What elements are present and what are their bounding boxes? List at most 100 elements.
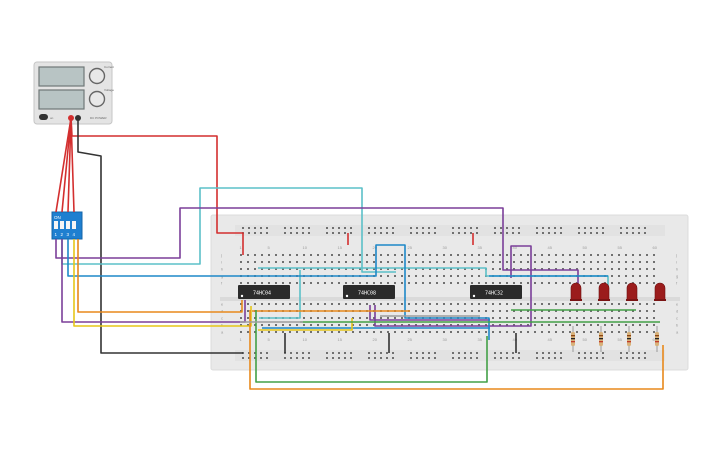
breadboard-hole[interactable] — [632, 268, 634, 270]
breadboard-hole[interactable] — [366, 303, 368, 305]
breadboard-hole[interactable] — [368, 352, 370, 354]
breadboard-hole[interactable] — [261, 254, 263, 256]
breadboard-hole[interactable] — [247, 303, 249, 305]
breadboard-hole[interactable] — [282, 324, 284, 326]
breadboard-hole[interactable] — [296, 324, 298, 326]
breadboard-hole[interactable] — [646, 282, 648, 284]
breadboard-hole[interactable] — [290, 352, 292, 354]
breadboard-hole[interactable] — [359, 317, 361, 319]
breadboard-hole[interactable] — [248, 357, 250, 359]
breadboard-hole[interactable] — [506, 282, 508, 284]
breadboard-hole[interactable] — [464, 324, 466, 326]
breadboard-hole[interactable] — [275, 254, 277, 256]
breadboard-hole[interactable] — [345, 317, 347, 319]
breadboard-hole[interactable] — [618, 317, 620, 319]
wire-purple-2[interactable] — [61, 239, 246, 323]
breadboard-hole[interactable] — [260, 352, 262, 354]
breadboard-hole[interactable] — [541, 317, 543, 319]
breadboard-hole[interactable] — [266, 357, 268, 359]
breadboard-hole[interactable] — [646, 268, 648, 270]
breadboard-hole[interactable] — [415, 324, 417, 326]
breadboard-hole[interactable] — [350, 357, 352, 359]
breadboard-hole[interactable] — [387, 275, 389, 277]
breadboard-hole[interactable] — [331, 317, 333, 319]
breadboard-hole[interactable] — [416, 227, 418, 229]
breadboard-hole[interactable] — [611, 282, 613, 284]
breadboard-hole[interactable] — [597, 254, 599, 256]
breadboard-hole[interactable] — [457, 275, 459, 277]
breadboard-hole[interactable] — [401, 275, 403, 277]
breadboard-hole[interactable] — [458, 227, 460, 229]
breadboard-hole[interactable] — [350, 227, 352, 229]
breadboard-hole[interactable] — [562, 324, 564, 326]
wire-cyan-3[interactable] — [259, 270, 301, 319]
breadboard-hole[interactable] — [485, 324, 487, 326]
breadboard-hole[interactable] — [611, 261, 613, 263]
breadboard-hole[interactable] — [492, 268, 494, 270]
breadboard-hole[interactable] — [646, 261, 648, 263]
breadboard-hole[interactable] — [352, 268, 354, 270]
breadboard-hole[interactable] — [541, 261, 543, 263]
breadboard-hole[interactable] — [499, 282, 501, 284]
breadboard-hole[interactable] — [296, 268, 298, 270]
breadboard-hole[interactable] — [569, 261, 571, 263]
breadboard-hole[interactable] — [499, 331, 501, 333]
breadboard-hole[interactable] — [302, 227, 304, 229]
breadboard-hole[interactable] — [536, 357, 538, 359]
breadboard-hole[interactable] — [310, 268, 312, 270]
breadboard-hole[interactable] — [494, 232, 496, 234]
breadboard-hole[interactable] — [470, 232, 472, 234]
breadboard-hole[interactable] — [646, 303, 648, 305]
breadboard-hole[interactable] — [366, 331, 368, 333]
breadboard-hole[interactable] — [422, 227, 424, 229]
breadboard-hole[interactable] — [428, 357, 430, 359]
breadboard-hole[interactable] — [408, 303, 410, 305]
breadboard-hole[interactable] — [282, 254, 284, 256]
breadboard-hole[interactable] — [254, 254, 256, 256]
breadboard-hole[interactable] — [345, 254, 347, 256]
breadboard-hole[interactable] — [366, 268, 368, 270]
breadboard-hole[interactable] — [527, 331, 529, 333]
breadboard-hole[interactable] — [471, 254, 473, 256]
breadboard-hole[interactable] — [408, 261, 410, 263]
breadboard-hole[interactable] — [344, 357, 346, 359]
led-2[interactable] — [598, 282, 610, 301]
breadboard-hole[interactable] — [653, 282, 655, 284]
breadboard-hole[interactable] — [338, 331, 340, 333]
breadboard-hole[interactable] — [326, 357, 328, 359]
breadboard-hole[interactable] — [485, 331, 487, 333]
breadboard-hole[interactable] — [443, 261, 445, 263]
dip-toggle-3[interactable] — [66, 221, 70, 229]
breadboard-hole[interactable] — [289, 282, 291, 284]
breadboard-hole[interactable] — [500, 232, 502, 234]
breadboard-hole[interactable] — [464, 268, 466, 270]
wires[interactable] — [55, 117, 664, 390]
breadboard-hole[interactable] — [611, 317, 613, 319]
breadboard-hole[interactable] — [478, 268, 480, 270]
breadboard-hole[interactable] — [597, 282, 599, 284]
breadboard-hole[interactable] — [261, 324, 263, 326]
breadboard-hole[interactable] — [597, 268, 599, 270]
breadboard-hole[interactable] — [317, 261, 319, 263]
wire-purple-4[interactable] — [369, 305, 490, 321]
breadboard-hole[interactable] — [317, 317, 319, 319]
breadboard-hole[interactable] — [275, 282, 277, 284]
breadboard-hole[interactable] — [471, 282, 473, 284]
breadboard-hole[interactable] — [331, 331, 333, 333]
breadboard-hole[interactable] — [604, 268, 606, 270]
breadboard-hole[interactable] — [576, 331, 578, 333]
breadboard-hole[interactable] — [560, 352, 562, 354]
breadboard-hole[interactable] — [494, 357, 496, 359]
breadboard-hole[interactable] — [247, 282, 249, 284]
breadboard-hole[interactable] — [576, 261, 578, 263]
breadboard-hole[interactable] — [247, 254, 249, 256]
breadboard-hole[interactable] — [443, 268, 445, 270]
breadboard-hole[interactable] — [611, 324, 613, 326]
breadboard-hole[interactable] — [338, 352, 340, 354]
breadboard-hole[interactable] — [308, 352, 310, 354]
breadboard-hole[interactable] — [324, 303, 326, 305]
breadboard-hole[interactable] — [443, 303, 445, 305]
wire-yellow-1[interactable] — [73, 239, 252, 327]
breadboard-hole[interactable] — [380, 254, 382, 256]
breadboard-hole[interactable] — [387, 268, 389, 270]
